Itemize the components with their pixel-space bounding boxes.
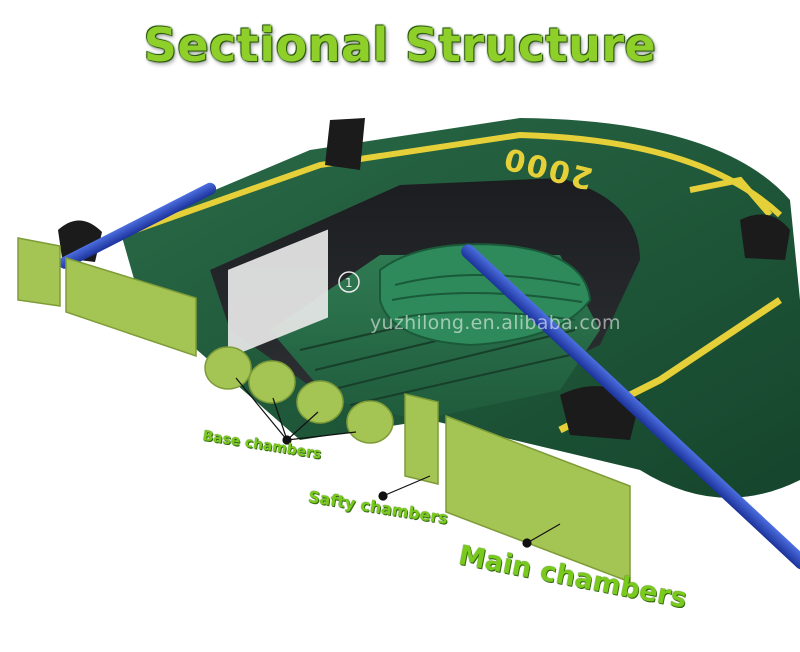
watermark: yuzhilong.en.alibaba.com <box>370 312 621 334</box>
instruction-label <box>228 229 328 358</box>
chamber-number: 1 <box>345 276 353 290</box>
base-chamber <box>296 380 344 424</box>
main-chamber-right <box>445 414 631 584</box>
base-chamber <box>204 346 252 390</box>
chamber-number-badge <box>338 271 360 293</box>
oar-right <box>461 244 800 570</box>
oar-left <box>58 182 217 269</box>
main-chamber-left-2 <box>65 256 197 358</box>
base-chamber <box>346 400 394 444</box>
oarlock <box>325 118 365 170</box>
hull-stripe <box>689 176 773 217</box>
oarlock <box>740 214 790 260</box>
safty-chamber <box>404 393 439 485</box>
page-title: Sectional Structure <box>143 18 657 72</box>
leader-lines <box>235 377 561 548</box>
seat-ridges <box>391 274 583 321</box>
hull-stripe <box>558 297 782 434</box>
main-chamber-left-1 <box>17 237 61 307</box>
base-chamber <box>248 360 296 404</box>
